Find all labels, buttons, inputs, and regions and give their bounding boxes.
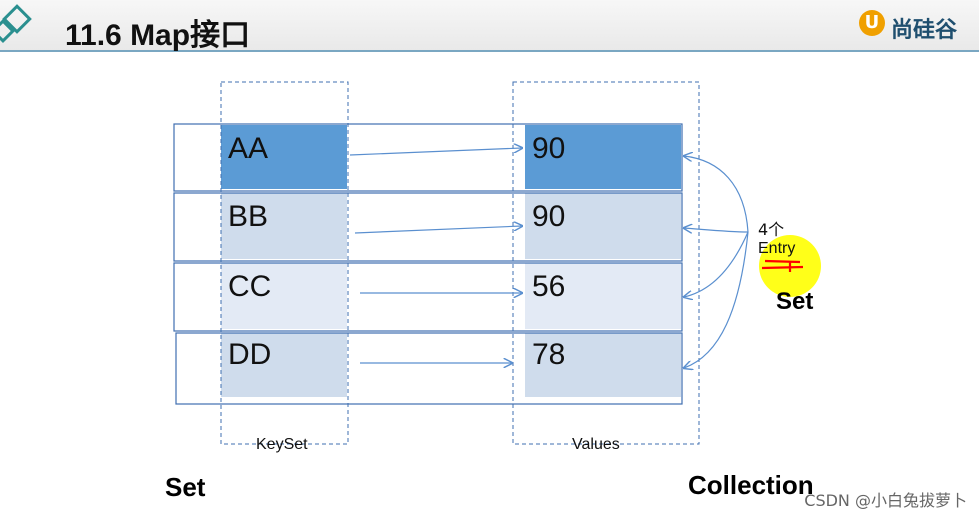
entry-arrow-4 xyxy=(684,231,749,368)
key-cell-bb xyxy=(221,193,347,259)
key-bb: BB xyxy=(228,200,269,233)
brand-name: 尚硅谷 xyxy=(890,18,957,43)
brand-logo: U 尚硅谷 xyxy=(858,10,957,44)
key-dd: DD xyxy=(228,338,272,371)
entry-arrow-1 xyxy=(684,156,749,233)
key-cc: CC xyxy=(228,270,272,303)
key-aa: AA xyxy=(228,132,269,165)
entry-count-label: 4个 xyxy=(758,220,785,239)
values-label: Values xyxy=(572,436,620,453)
key-cell-aa xyxy=(221,125,347,189)
value-4: 78 xyxy=(532,338,566,371)
keyset-label: KeySet xyxy=(256,436,308,453)
page-title: 11.6 Map接口 xyxy=(65,19,251,52)
keyset-dashed-box xyxy=(220,81,349,445)
set-bottom-label: Set xyxy=(165,472,206,502)
entry-row-2 xyxy=(173,192,683,262)
entry-label: Entry xyxy=(758,240,796,257)
brand-u-icon: U xyxy=(858,10,885,36)
value-1: 90 xyxy=(532,132,566,165)
key-cell-cc xyxy=(221,263,347,329)
value-cell-4 xyxy=(525,333,681,397)
entry-row-1 xyxy=(173,123,683,192)
red-underline-mark xyxy=(761,259,804,272)
value-2: 90 xyxy=(532,200,566,233)
title-bar: 11.6 Map接口 U 尚硅谷 xyxy=(0,0,979,52)
watermark: CSDN @小白兔拔萝卜 xyxy=(804,491,967,510)
entry-arrow-3 xyxy=(684,231,749,297)
value-cell-3 xyxy=(525,263,681,329)
set-right-label: Set xyxy=(776,288,814,315)
key-cell-dd xyxy=(221,333,347,397)
entry-arrow-2 xyxy=(684,228,749,232)
arrow-aa-to-90 xyxy=(349,148,522,156)
value-cell-2 xyxy=(525,193,681,259)
arrow-bb-to-90 xyxy=(354,226,522,234)
collection-label: Collection xyxy=(688,470,814,500)
value-cell-1 xyxy=(525,125,681,189)
value-3: 56 xyxy=(532,270,566,303)
diamond-logo-icon xyxy=(0,4,32,44)
values-dashed-box xyxy=(512,81,700,445)
